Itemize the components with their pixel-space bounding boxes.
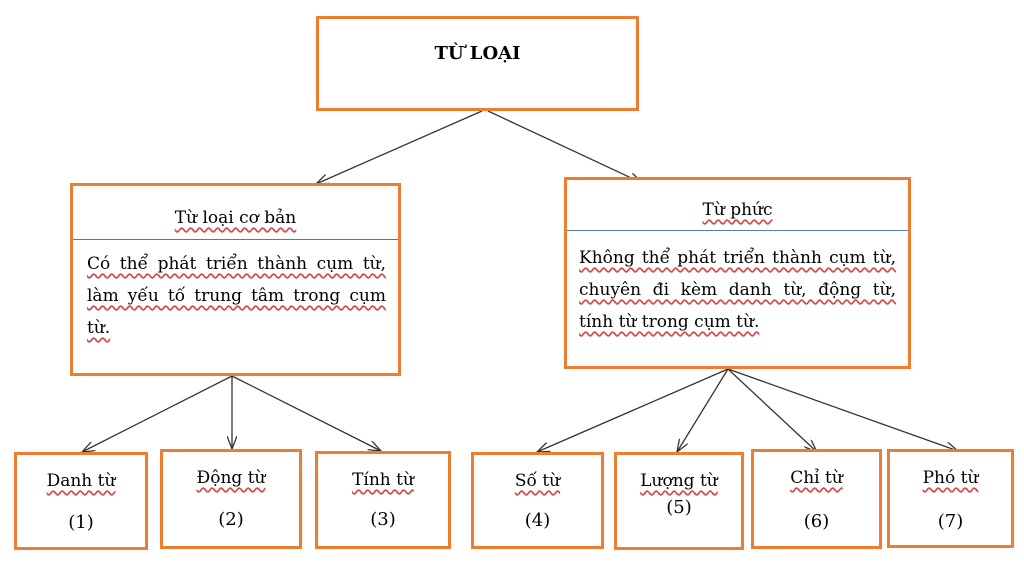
arrow-complex-to-leaf-7 [727, 368, 958, 451]
arrow-basic-to-leaf-3 [231, 375, 381, 451]
leaf-node-6: Chỉ từ (6) [751, 449, 882, 549]
complex-category-node: Từ phức Không thể phát triển thành cụm t… [564, 177, 911, 369]
leaf-name: Tính từ [352, 470, 414, 490]
arrow-root-to-basic [316, 110, 483, 184]
arrow-complex-to-leaf-5 [677, 368, 729, 452]
leaf-number: (4) [524, 510, 551, 531]
leaf-number: (2) [218, 509, 244, 530]
leaf-number: (6) [803, 511, 830, 532]
leaf-name: Số từ [514, 471, 561, 491]
leaf-node-5: Lượng từ (5) [614, 452, 744, 550]
leaf-number: (3) [370, 509, 396, 530]
leaf-node-3: Tính từ (3) [315, 451, 451, 549]
leaf-number: (5) [666, 497, 692, 518]
leaf-number: (7) [937, 511, 964, 532]
leaf-node-1: Danh từ (1) [14, 452, 148, 550]
leaf-name: Lượng từ [640, 471, 718, 491]
basic-category-description: Có thể phát triển thành cụm từ, làm yếu … [87, 254, 386, 338]
complex-category-divider [567, 230, 908, 231]
leaf-name: Động từ [196, 468, 266, 488]
basic-category-node: Từ loại cơ bản Có thể phát triển thành c… [70, 183, 401, 376]
leaf-name: Phó từ [922, 468, 979, 488]
leaf-number: (1) [68, 512, 94, 533]
root-node: TỪ LOẠI [316, 16, 639, 111]
arrow-complex-to-leaf-4 [537, 368, 729, 452]
basic-category-title: Từ loại cơ bản [174, 208, 297, 228]
arrow-complex-to-leaf-6 [727, 368, 817, 452]
leaf-name: Danh từ [46, 471, 116, 491]
leaf-node-7: Phó từ (7) [887, 449, 1014, 548]
leaf-name: Chỉ từ [790, 468, 843, 488]
basic-category-divider [73, 239, 398, 240]
complex-category-title: Từ phức [702, 200, 773, 220]
root-title: TỪ LOẠI [434, 43, 521, 64]
arrow-basic-to-leaf-1 [82, 375, 233, 452]
leaf-node-4: Số từ (4) [471, 452, 604, 549]
arrow-root-to-complex [487, 110, 642, 183]
complex-category-description: Không thể phát triển thành cụm từ, chuyê… [579, 248, 896, 332]
leaf-node-2: Động từ (2) [160, 449, 302, 549]
